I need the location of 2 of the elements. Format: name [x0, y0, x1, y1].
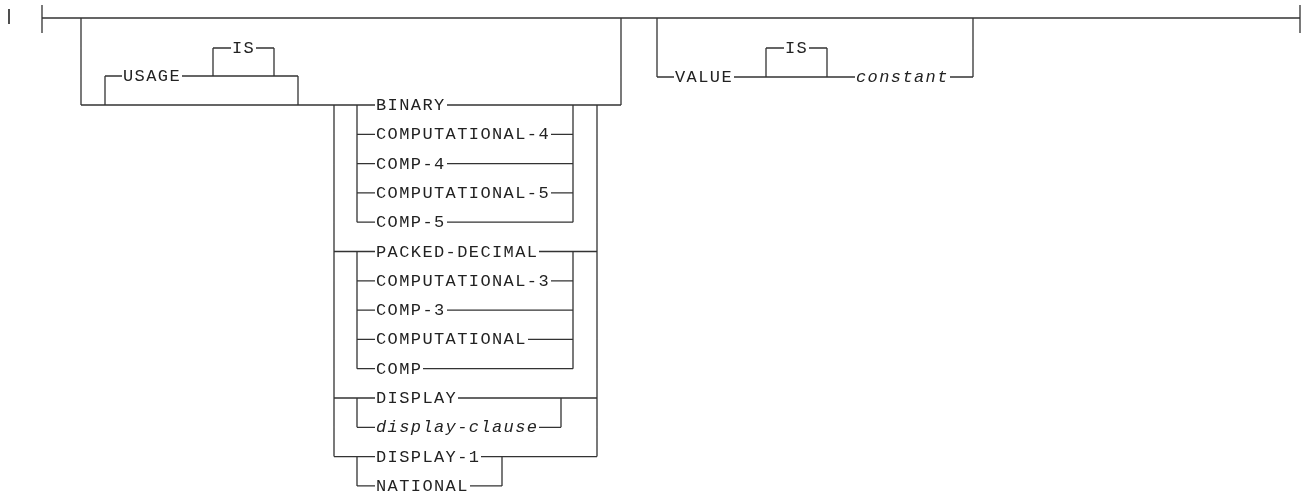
syntax-variable: display-clause: [375, 418, 540, 436]
syntax-keyword: PACKED-DECIMAL: [375, 243, 540, 260]
